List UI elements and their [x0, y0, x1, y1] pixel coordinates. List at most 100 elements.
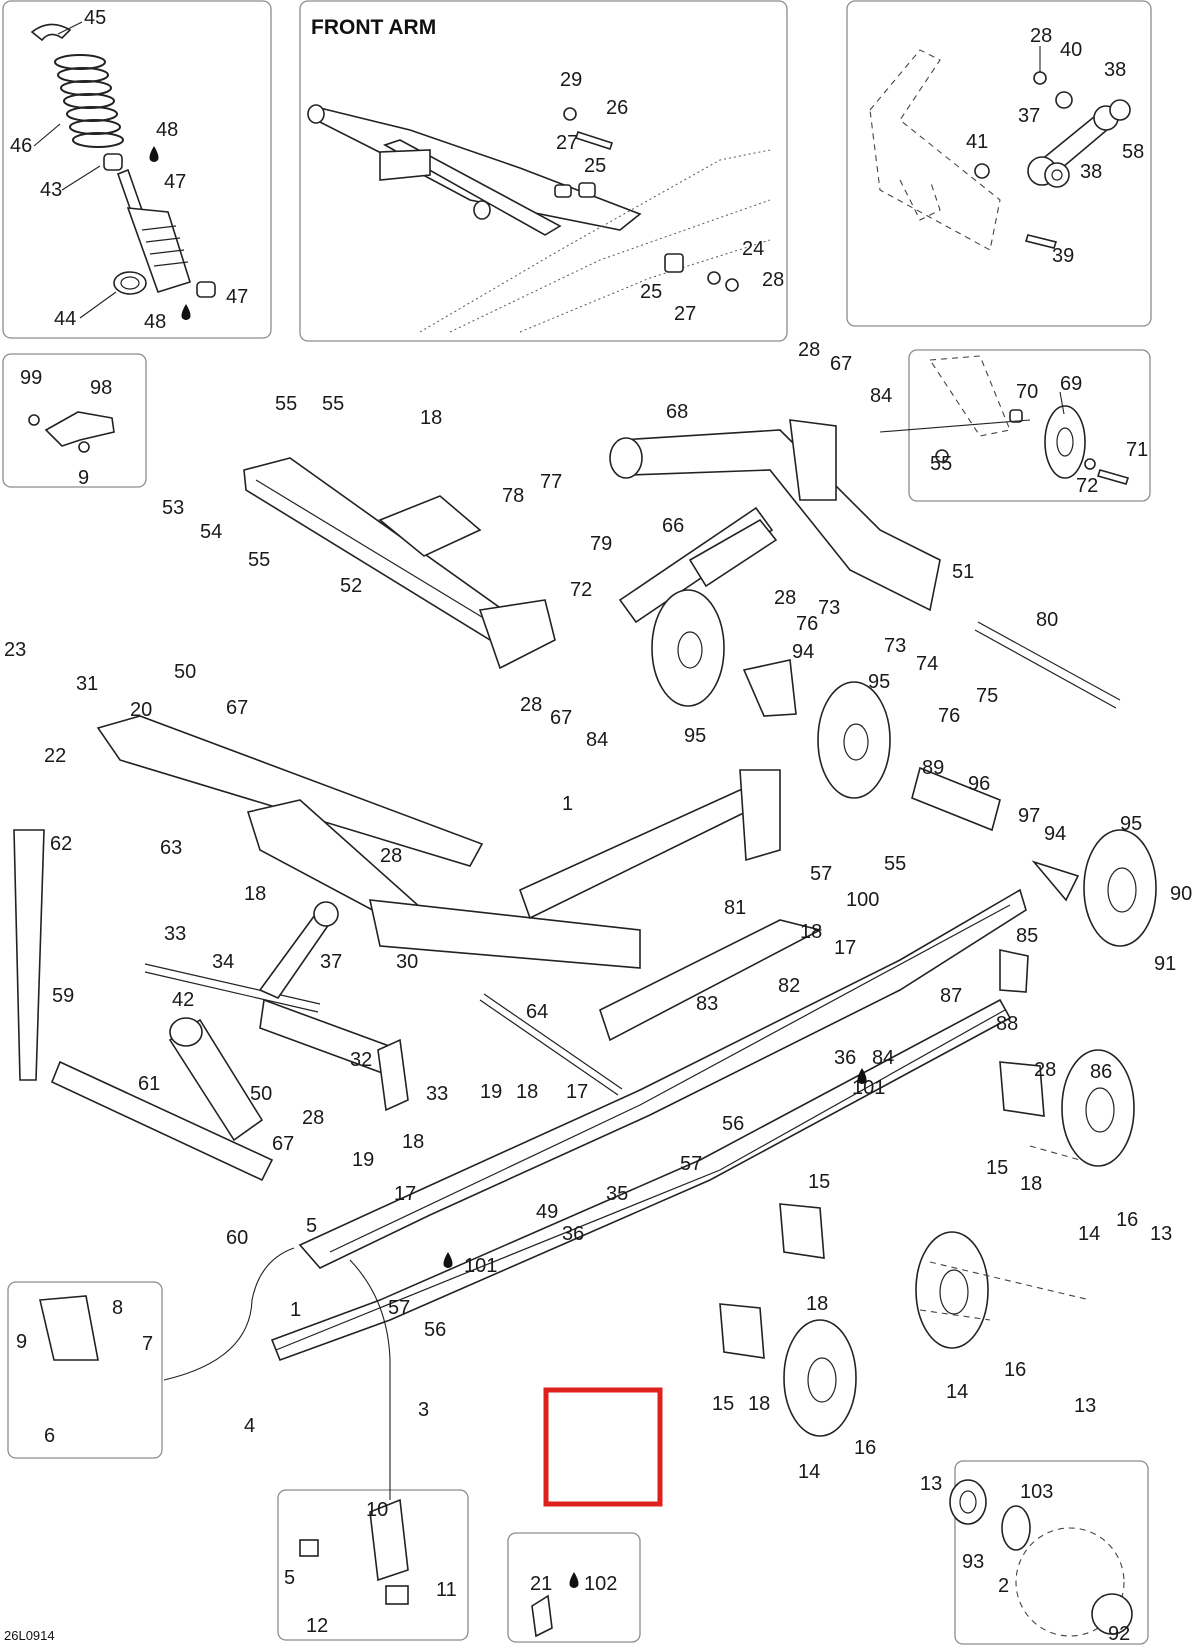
callout-95: 95 [684, 725, 706, 747]
callout-101: 101 [464, 1255, 497, 1277]
callout-15: 15 [808, 1171, 830, 1193]
drawing-code: 26L0914 [4, 1628, 55, 1643]
callout-55: 55 [884, 853, 906, 875]
callout-28: 28 [762, 269, 784, 291]
callout-42: 42 [172, 989, 194, 1011]
callout-33: 33 [426, 1083, 448, 1105]
callout-102: 102 [584, 1573, 617, 1595]
callout-25: 25 [640, 281, 662, 303]
callout-32: 32 [350, 1049, 372, 1071]
callout-17: 17 [566, 1081, 588, 1103]
oil-drop-icon [569, 1572, 579, 1588]
callout-53: 53 [162, 497, 184, 519]
slider-inset-panel [277, 1489, 469, 1641]
callout-24: 24 [742, 238, 764, 260]
callout-95: 95 [868, 671, 890, 693]
callout-88: 88 [996, 1013, 1018, 1035]
oil-drop-icon [149, 146, 159, 162]
callout-15: 15 [712, 1393, 734, 1415]
callout-1: 1 [290, 1299, 301, 1321]
callout-45: 45 [84, 7, 106, 29]
callout-28: 28 [798, 339, 820, 361]
front-arm-title: FRONT ARM [311, 16, 436, 39]
callout-75: 75 [976, 685, 998, 707]
callout-80: 80 [1036, 609, 1058, 631]
callout-40: 40 [1060, 39, 1082, 61]
callout-16: 16 [854, 1437, 876, 1459]
callout-28: 28 [520, 694, 542, 716]
callout-14: 14 [798, 1461, 820, 1483]
callout-57: 57 [810, 863, 832, 885]
callout-30: 30 [396, 951, 418, 973]
callout-82: 82 [778, 975, 800, 997]
callout-18: 18 [244, 883, 266, 905]
callout-14: 14 [946, 1381, 968, 1403]
callout-52: 52 [340, 575, 362, 597]
callout-59: 59 [52, 985, 74, 1007]
callout-85: 85 [1016, 925, 1038, 947]
callout-38: 38 [1080, 161, 1102, 183]
callout-18: 18 [800, 921, 822, 943]
callout-90: 90 [1170, 883, 1192, 905]
callout-73: 73 [884, 635, 906, 657]
oil-drop-icon [443, 1252, 453, 1268]
callout-66: 66 [662, 515, 684, 537]
callout-16: 16 [1004, 1359, 1026, 1381]
callout-67: 67 [830, 353, 852, 375]
callout-19: 19 [480, 1081, 502, 1103]
callout-44: 44 [54, 308, 76, 330]
callout-27: 27 [674, 303, 696, 325]
callout-2: 2 [998, 1575, 1009, 1597]
callout-47: 47 [164, 171, 186, 193]
callout-91: 91 [1154, 953, 1176, 975]
callout-18: 18 [806, 1293, 828, 1315]
callout-13: 13 [1074, 1395, 1096, 1417]
callout-3: 3 [418, 1399, 429, 1421]
callout-37: 37 [1018, 105, 1040, 127]
callout-28: 28 [1030, 25, 1052, 47]
callout-84: 84 [870, 385, 892, 407]
callout-14: 14 [1078, 1223, 1100, 1245]
callout-25: 25 [584, 155, 606, 177]
callout-8: 8 [112, 1297, 123, 1319]
callout-21: 21 [530, 1573, 552, 1595]
callout-58: 58 [1122, 141, 1144, 163]
callout-48: 48 [144, 311, 166, 333]
callout-81: 81 [724, 897, 746, 919]
callout-72: 72 [570, 579, 592, 601]
callout-7: 7 [142, 1333, 153, 1355]
callout-84: 84 [586, 729, 608, 751]
callout-28: 28 [1034, 1059, 1056, 1081]
callout-97: 97 [1018, 805, 1040, 827]
callout-74: 74 [916, 653, 938, 675]
callout-56: 56 [722, 1113, 744, 1135]
callout-18: 18 [748, 1393, 770, 1415]
callout-18: 18 [420, 407, 442, 429]
callout-51: 51 [952, 561, 974, 583]
highlight-box [543, 1387, 663, 1507]
callout-103: 103 [1020, 1481, 1053, 1503]
callout-54: 54 [200, 521, 222, 543]
front-arm-inset-drawing [307, 104, 771, 333]
link-inset-panel [846, 0, 1152, 327]
callout-9: 9 [16, 1331, 27, 1353]
bracket-inset-drawing [28, 411, 115, 453]
callout-83: 83 [696, 993, 718, 1015]
callout-69: 69 [1060, 373, 1082, 395]
callout-55: 55 [930, 453, 952, 475]
callout-79: 79 [590, 533, 612, 555]
callout-100: 100 [846, 889, 879, 911]
callout-60: 60 [226, 1227, 248, 1249]
callout-5: 5 [284, 1567, 295, 1589]
callout-4: 4 [244, 1415, 255, 1437]
callout-28: 28 [380, 845, 402, 867]
callout-73: 73 [818, 597, 840, 619]
callout-35: 35 [606, 1183, 628, 1205]
callout-94: 94 [1044, 823, 1066, 845]
callout-36: 36 [834, 1047, 856, 1069]
callout-70: 70 [1016, 381, 1038, 403]
callout-20: 20 [130, 699, 152, 721]
callout-101: 101 [852, 1077, 885, 1099]
callout-10: 10 [366, 1499, 388, 1521]
